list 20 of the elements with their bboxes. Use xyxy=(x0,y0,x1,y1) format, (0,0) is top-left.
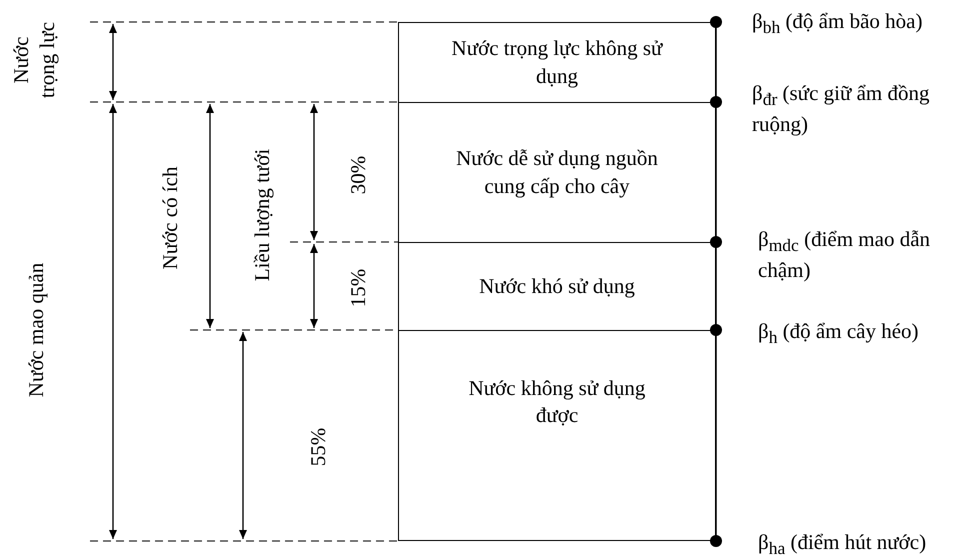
zone-group-label: Nước mao quản xyxy=(22,262,49,398)
percentage-label: 55% xyxy=(304,428,331,466)
level-label: β$_{ha}$ (điểm hút nước) xyxy=(758,529,928,556)
level-label: β$_{đr}$ (sức giữ ẩm đồng ruộng) xyxy=(752,80,931,138)
zone-label: Nước khó sử dụng xyxy=(479,272,635,300)
level-label: β$_{h}$ (độ ẩm cây héo) xyxy=(758,318,920,350)
percentage-label: 15% xyxy=(344,268,371,308)
level-label: β$_{mdc}$ (điểm mao dẫn chậm) xyxy=(758,226,932,284)
zone-label: Nước dễ sử dụng nguồn cung cấp cho cây xyxy=(455,145,659,200)
zone-group-label: Nước trọng lực xyxy=(8,20,60,100)
dimension-label: Liều lượng tưới xyxy=(248,148,275,282)
percentage-label: 30% xyxy=(344,156,371,194)
zone-label: Nước trọng lực không sử dụng xyxy=(450,35,664,90)
zone-box xyxy=(398,22,716,102)
zone-label: Nước không sử dụng được xyxy=(468,375,646,430)
zone-box xyxy=(398,330,716,541)
zone-box xyxy=(398,242,716,330)
level-label: β$_{bh}$ (độ ẩm bão hòa) xyxy=(752,8,924,40)
dimension-label: Nước có ích xyxy=(156,166,183,270)
zone-box xyxy=(398,102,716,242)
